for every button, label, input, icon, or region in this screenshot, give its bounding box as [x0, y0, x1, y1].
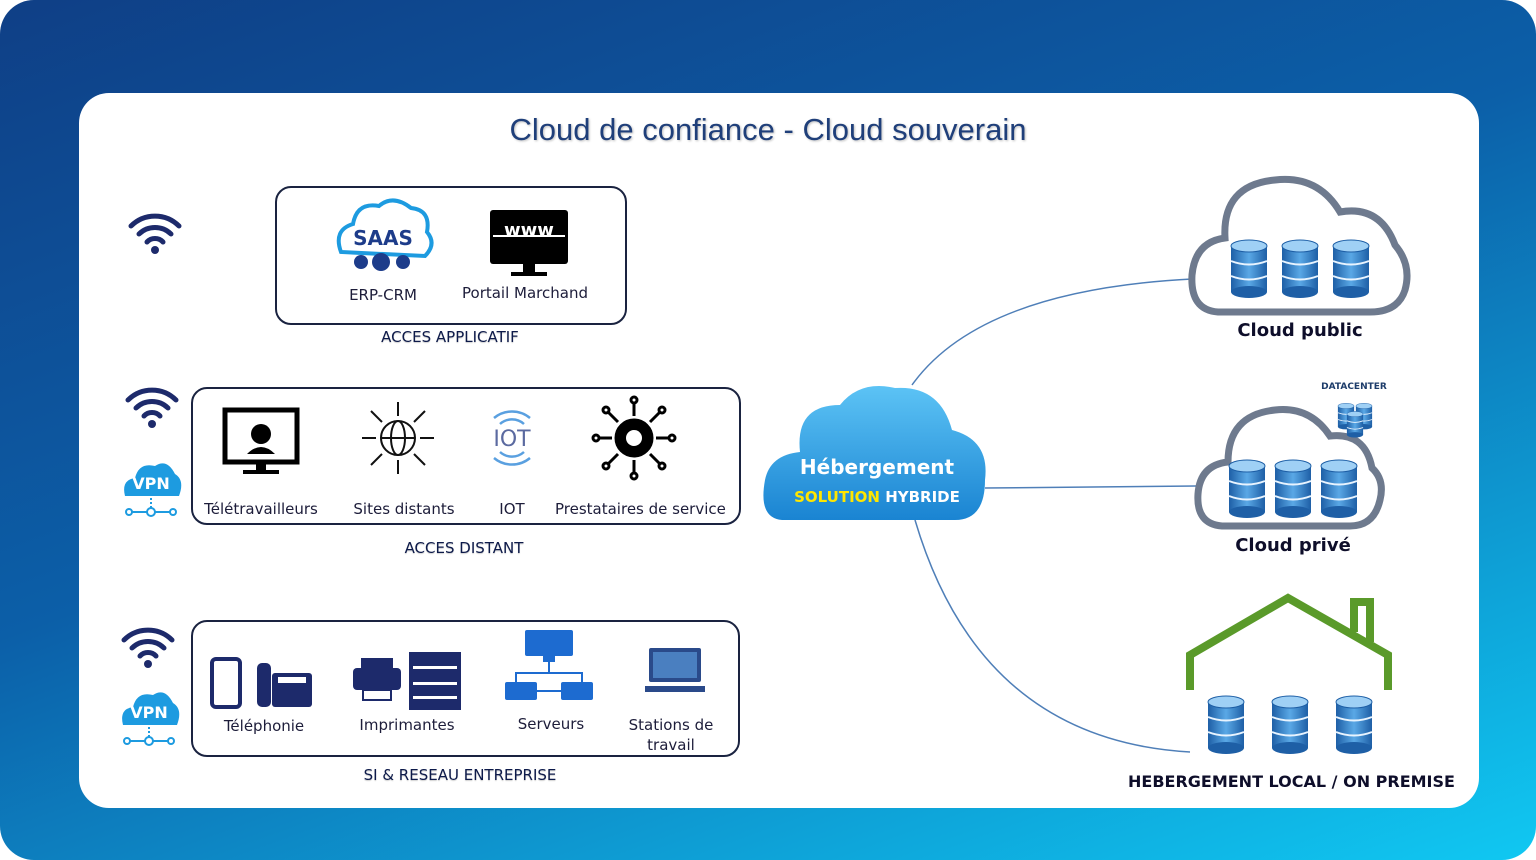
globe-arrows-icon [362, 402, 434, 474]
section-label-applicatif: ACCES APPLICATIF [381, 328, 519, 346]
database-icon [1320, 459, 1358, 519]
house-icon [1186, 593, 1392, 690]
vpn-text: VPN [130, 703, 168, 722]
database-icon [1281, 239, 1319, 299]
saas-cloud-icon [336, 198, 434, 271]
target-label-local: HEBERGEMENT LOCAL / ON PREMISE [1128, 772, 1455, 791]
database-icon [1335, 695, 1373, 755]
link-local [914, 519, 1191, 753]
database-icon [1332, 239, 1370, 299]
datacenter-label: DATACENTER [1321, 382, 1387, 392]
item-label-sites-distants: Sites distants [353, 500, 455, 518]
item-label-prestataires: Prestataires de service [555, 500, 726, 518]
hub-subtitle: SOLUTION HYBRIDE [777, 488, 977, 506]
saas-icon-text: SAAS [353, 226, 413, 250]
target-label-public: Cloud public [1237, 320, 1363, 341]
wifi-icon [131, 216, 179, 254]
section-label-entreprise: SI & RESEAU ENTREPRISE [363, 766, 557, 784]
link-public [911, 278, 1193, 386]
teleworker-monitor-icon [222, 407, 300, 474]
target-label-private: Cloud privé [1235, 535, 1351, 556]
item-label-stations: Stations de [628, 716, 714, 734]
wifi-icon [128, 390, 176, 428]
hub-subtitle-highlight: SOLUTION [794, 488, 880, 506]
server-network-icon [505, 630, 593, 700]
applicatif-box [275, 186, 627, 325]
iot-icon-text: IOT [493, 427, 531, 452]
link-private [984, 485, 1197, 489]
item-label-stations-2: travail [647, 736, 695, 754]
database-icon [1207, 695, 1245, 755]
hub-title: Hébergement [799, 455, 955, 479]
database-icon [1271, 695, 1309, 755]
hub-cloud-icon [763, 386, 986, 520]
printer-icon [353, 652, 461, 710]
workstation-icon [645, 648, 705, 692]
item-label-erp-crm: ERP-CRM [349, 286, 417, 304]
database-icon [1274, 459, 1312, 519]
www-icon-text: www [504, 220, 554, 241]
database-icon [1230, 239, 1268, 299]
phone-icon [210, 657, 312, 709]
item-label-telephonie: Téléphonie [223, 717, 305, 735]
section-label-distant: ACCES DISTANT [404, 539, 524, 557]
vpn-text: VPN [132, 474, 170, 493]
page-title: Cloud de confiance - Cloud souverain [509, 112, 1027, 147]
iot-icon [493, 410, 531, 466]
item-label-portail-marchand: Portail Marchand [462, 284, 588, 302]
item-label-iot: IOT [499, 500, 525, 518]
item-label-serveurs: Serveurs [517, 715, 585, 733]
wifi-icon [124, 630, 172, 668]
gear-network-icon [591, 395, 677, 481]
database-icon [1228, 459, 1266, 519]
datacenter-icon [1337, 402, 1373, 438]
hub-subtitle-rest: HYBRIDE [879, 488, 960, 506]
www-monitor-icon [490, 210, 568, 276]
item-label-imprimantes: Imprimantes [359, 716, 455, 734]
item-label-teletravailleurs: Télétravailleurs [204, 500, 318, 518]
